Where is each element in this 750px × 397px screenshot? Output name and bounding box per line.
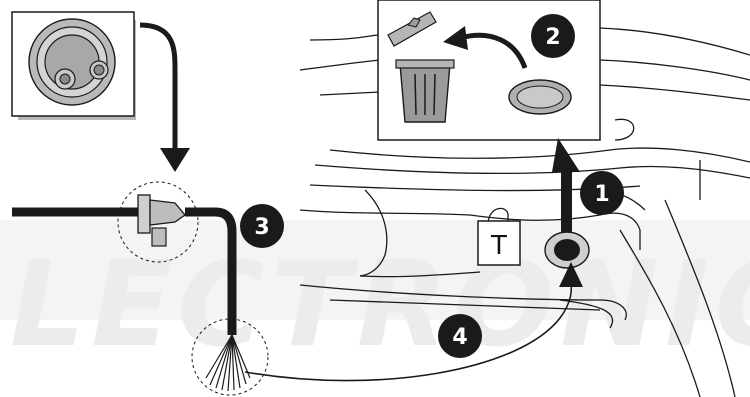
step-badge-2: 2	[531, 14, 575, 58]
cable-assembly	[12, 181, 269, 396]
inset-arrowhead	[160, 148, 190, 172]
step-badge-4: 4	[438, 314, 482, 358]
step-4-number: 4	[452, 325, 467, 350]
step-badge-1: 1	[580, 171, 624, 215]
cable-grommet	[137, 194, 151, 234]
step-badge-3: 3	[240, 204, 284, 248]
step-2-number: 2	[545, 25, 560, 50]
plug-removal-arrow	[561, 170, 572, 232]
wire-ends	[205, 334, 251, 392]
trash-icon	[387, 11, 455, 123]
mounting-hole	[544, 231, 590, 269]
step-3-number: 3	[254, 215, 269, 240]
cable-routing-arrow	[244, 279, 573, 382]
step-1-number: 1	[594, 182, 609, 207]
part-t-label: T	[477, 220, 521, 266]
vehicle-body	[299, 27, 750, 397]
part-t-text: T	[490, 231, 507, 261]
grommet-highlight-circle	[117, 181, 199, 263]
inset-to-cable-arrow	[139, 22, 178, 150]
grommet-detail-inset	[11, 11, 136, 120]
wire-end-highlight-circle	[191, 318, 269, 396]
watermark-text: LECTRONIC	[10, 235, 750, 373]
discard-arrow	[459, 32, 528, 69]
